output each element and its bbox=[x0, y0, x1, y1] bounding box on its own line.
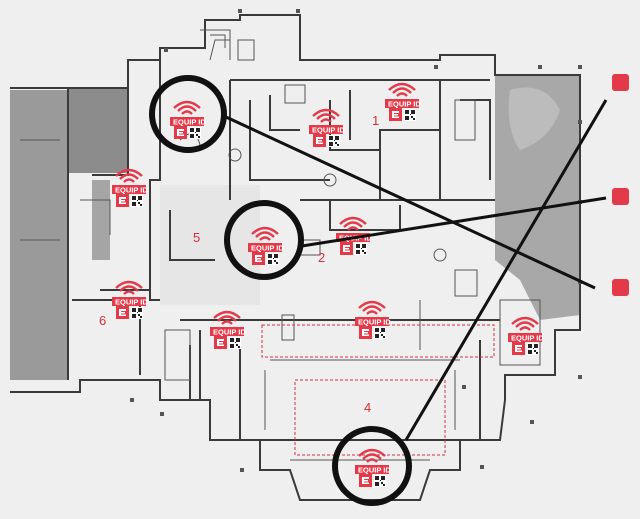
equipment-tag: EQUIP ID bbox=[309, 110, 345, 147]
zone-labels: 1 2 4 5 6 bbox=[99, 113, 379, 415]
equipment-tag: EQUIP ID bbox=[355, 302, 391, 339]
svg-text:EQUIP ID: EQUIP ID bbox=[115, 186, 148, 195]
svg-text:EQUIP ID: EQUIP ID bbox=[358, 318, 391, 327]
callout-marker-icon bbox=[612, 74, 629, 91]
callout-marker-icon bbox=[612, 279, 629, 296]
svg-text:EQUIP ID: EQUIP ID bbox=[358, 466, 391, 475]
svg-text:EQUIP ID: EQUIP ID bbox=[312, 126, 345, 135]
equipment-tag: EQUIP ID bbox=[248, 228, 284, 265]
svg-text:EQUIP ID: EQUIP ID bbox=[388, 100, 421, 109]
zone-label-1: 1 bbox=[372, 113, 379, 128]
callout-circles bbox=[149, 75, 412, 506]
zone-label-2: 2 bbox=[318, 250, 325, 265]
zone-label-6: 6 bbox=[99, 313, 106, 328]
zone-label-5: 5 bbox=[193, 230, 200, 245]
callout-lines bbox=[225, 99, 608, 441]
equipment-tag: EQUIP ID bbox=[170, 102, 206, 139]
callout-circle-icon bbox=[224, 200, 304, 280]
equipment-tag: EQUIP ID bbox=[355, 450, 391, 487]
building-walls bbox=[10, 14, 581, 501]
callout-circle-icon bbox=[332, 426, 412, 506]
svg-text:EQUIP ID: EQUIP ID bbox=[213, 328, 246, 337]
callout-circle-icon bbox=[149, 75, 227, 153]
equipment-tag: EQUIP ID bbox=[112, 282, 148, 319]
equipment-tag: EQUIP ID bbox=[508, 318, 544, 355]
equipment-tag: EQUIP ID bbox=[210, 312, 246, 349]
svg-text:EQUIP ID: EQUIP ID bbox=[173, 118, 206, 127]
equipment-tag: EQUIP ID bbox=[112, 170, 148, 207]
zone-boundaries bbox=[261, 324, 495, 456]
equipment-tag: EQUIP ID bbox=[385, 84, 421, 121]
shaded-areas bbox=[10, 75, 580, 380]
svg-text:EQUIP ID: EQUIP ID bbox=[251, 244, 284, 253]
svg-text:EQUIP ID: EQUIP ID bbox=[115, 298, 148, 307]
callout-marker-icon bbox=[612, 188, 629, 205]
zone-label-4: 4 bbox=[364, 400, 371, 415]
svg-text:EQUIP ID: EQUIP ID bbox=[511, 334, 544, 343]
